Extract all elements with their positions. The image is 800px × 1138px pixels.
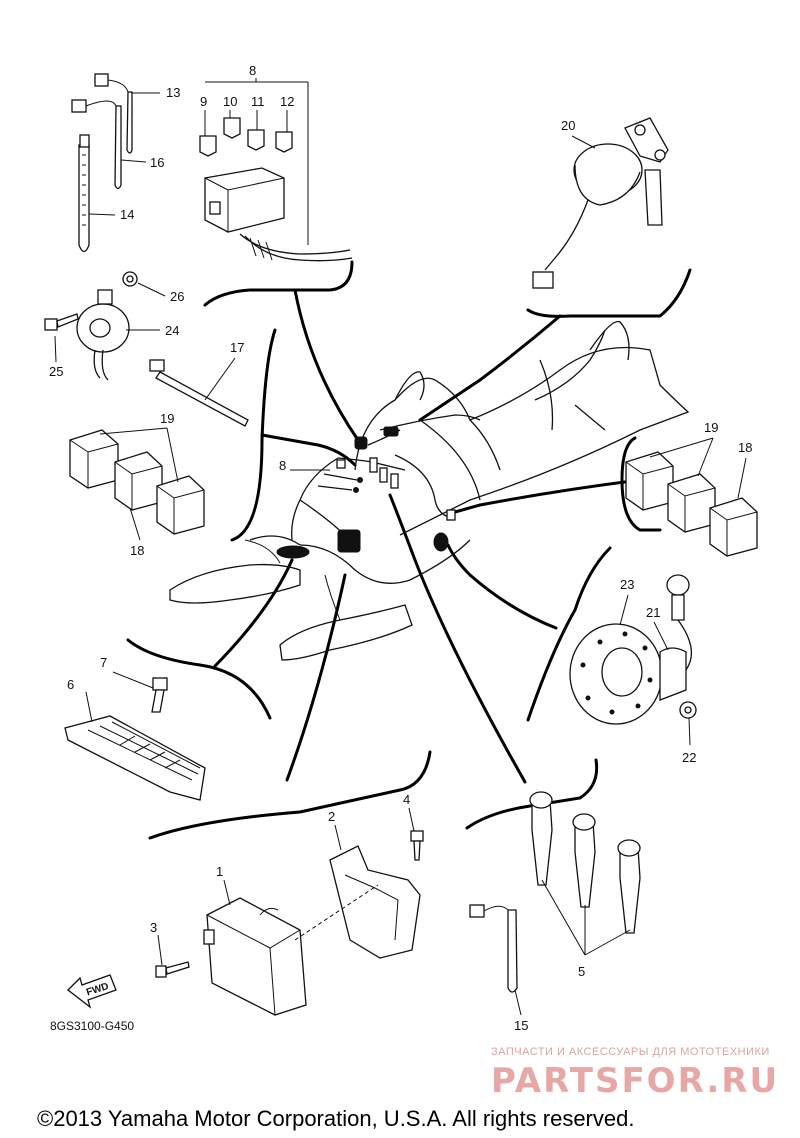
group-bracket-lines — [126, 260, 692, 840]
callout-22: 22 — [682, 750, 696, 765]
callout-6: 6 — [67, 677, 74, 692]
callout-2: 2 — [328, 809, 335, 824]
fuse-box — [204, 167, 353, 262]
connector-set-left — [69, 429, 205, 535]
callout-8-top: 8 — [249, 63, 256, 78]
callout-18-left: 18 — [130, 543, 144, 558]
callout-15: 15 — [514, 1018, 528, 1033]
fuse-set — [199, 117, 293, 157]
callout-23: 23 — [620, 577, 634, 592]
callout-leaders — [54, 78, 747, 1016]
nut-22 — [679, 701, 697, 719]
callout-8-mid: 8 — [279, 458, 286, 473]
cable-tie-16 — [71, 99, 122, 190]
snowmobile-illustration — [169, 320, 690, 661]
pickup-coil-21 — [659, 574, 693, 701]
callout-19-left: 19 — [160, 411, 174, 426]
callout-1: 1 — [216, 864, 223, 879]
figure-code: 8GS3100-G450 — [50, 1019, 134, 1033]
sensor-24 — [76, 289, 130, 381]
callout-18-right: 18 — [738, 440, 752, 455]
watermark-brand: PARTSFOR.RU — [491, 1061, 779, 1101]
sensor-rotor-23 — [569, 623, 663, 725]
cable-tie-14 — [78, 134, 90, 253]
leader-lines — [213, 288, 642, 784]
callout-7: 7 — [100, 655, 107, 670]
callout-4: 4 — [403, 792, 410, 807]
fwd-arrow-icon: FWD — [67, 974, 117, 1009]
callout-13: 13 — [166, 85, 180, 100]
callout-9: 9 — [200, 94, 207, 109]
bolt-25 — [44, 313, 79, 331]
part-6 — [64, 715, 206, 801]
callout-12: 12 — [280, 94, 294, 109]
ignition-switch — [532, 117, 669, 289]
callout-5: 5 — [578, 964, 585, 979]
cable-tie-13 — [94, 73, 133, 154]
callout-17: 17 — [230, 340, 244, 355]
bracket-2 — [329, 845, 421, 959]
bolt-4 — [410, 830, 424, 861]
callout-10: 10 — [223, 94, 237, 109]
connector-set-right — [625, 451, 758, 557]
watermark-tagline: ЗАПЧАСТИ И АКСЕССУАРЫ ДЛЯ МОТОТЕХНИКИ — [491, 1046, 770, 1058]
callout-19-right: 19 — [704, 420, 718, 435]
callout-26: 26 — [170, 289, 184, 304]
callout-21: 21 — [646, 605, 660, 620]
callout-14: 14 — [120, 207, 134, 222]
cable-tie-17 — [149, 359, 249, 427]
callout-11: 11 — [251, 94, 265, 109]
callout-16: 16 — [150, 155, 164, 170]
cable-tie-15 — [469, 904, 518, 993]
plug-cap-set-5 — [529, 791, 641, 956]
nut-26 — [122, 271, 138, 287]
bolt-7 — [151, 677, 168, 713]
bolt-3 — [155, 961, 190, 978]
callout-24: 24 — [165, 323, 179, 338]
callout-25: 25 — [49, 364, 63, 379]
copyright-text: ©2013 Yamaha Motor Corporation, U.S.A. A… — [37, 1106, 634, 1131]
callout-labels: 13 16 14 8 9 10 11 12 20 26 24 25 17 19 … — [49, 63, 752, 1033]
callout-3: 3 — [150, 920, 157, 935]
callout-20: 20 — [561, 118, 575, 133]
module-1 — [203, 897, 307, 1016]
